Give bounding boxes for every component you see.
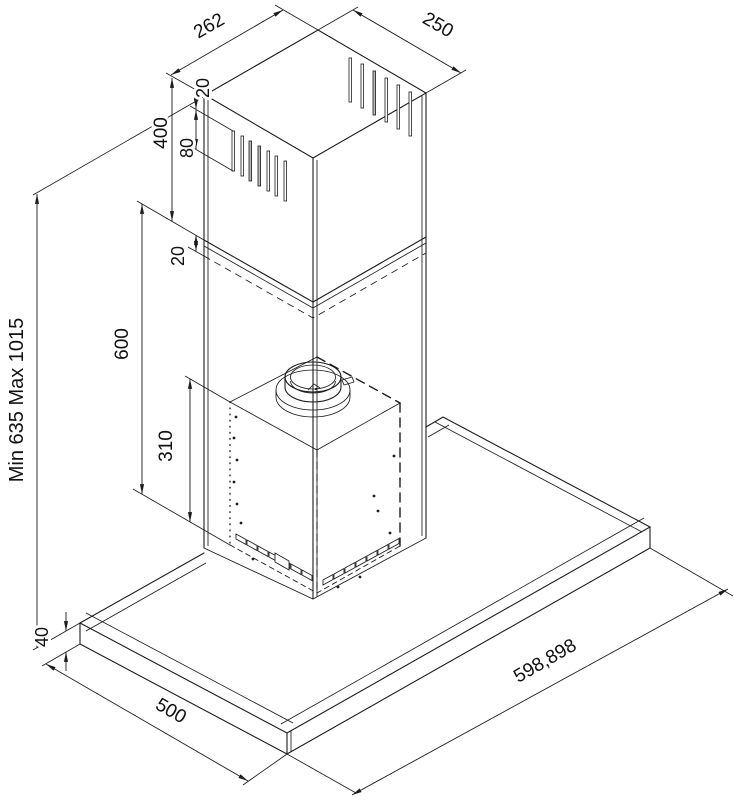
dim-line-262 (170, 9, 284, 76)
dimension-annotations: 262 250 20 80 400 20 600 310 Min 635 Max… (3, 4, 734, 796)
bottom-vent-slots-left (235, 533, 313, 582)
dim-label-vent-offset: 20 (193, 78, 213, 98)
dim-line-500 (45, 663, 249, 782)
collar-tab (341, 376, 355, 386)
dim-label-total-height: Min 635 Max 1015 (6, 318, 28, 483)
chimney-top-face (203, 29, 428, 159)
dim-label-base-width: 598,898 (510, 635, 580, 688)
dim-label-chimney-top-width: 262 (190, 9, 228, 43)
dim-label-base-thickness: 40 (32, 627, 52, 647)
side-vent-slats (231, 130, 287, 202)
dim-label-overlap: 20 (168, 246, 188, 266)
dim-label-chimney-top-depth: 250 (419, 8, 457, 42)
dim-label-upper-height: 400 (151, 117, 172, 149)
dim-label-lower-height: 600 (112, 328, 133, 360)
dim-label-vent-band: 80 (177, 138, 197, 158)
top-vent-slats (348, 57, 412, 137)
bottom-vent-slots-right (322, 537, 400, 586)
exhaust-collar (275, 361, 355, 418)
damper-mark (307, 383, 321, 391)
dim-label-body-height: 310 (156, 430, 177, 462)
chimney (203, 29, 428, 600)
fastener-dots (232, 415, 396, 589)
section-junction (203, 236, 427, 319)
dim-line-250 (352, 9, 462, 74)
dim-line-598 (351, 588, 729, 796)
rating-label (274, 552, 290, 571)
